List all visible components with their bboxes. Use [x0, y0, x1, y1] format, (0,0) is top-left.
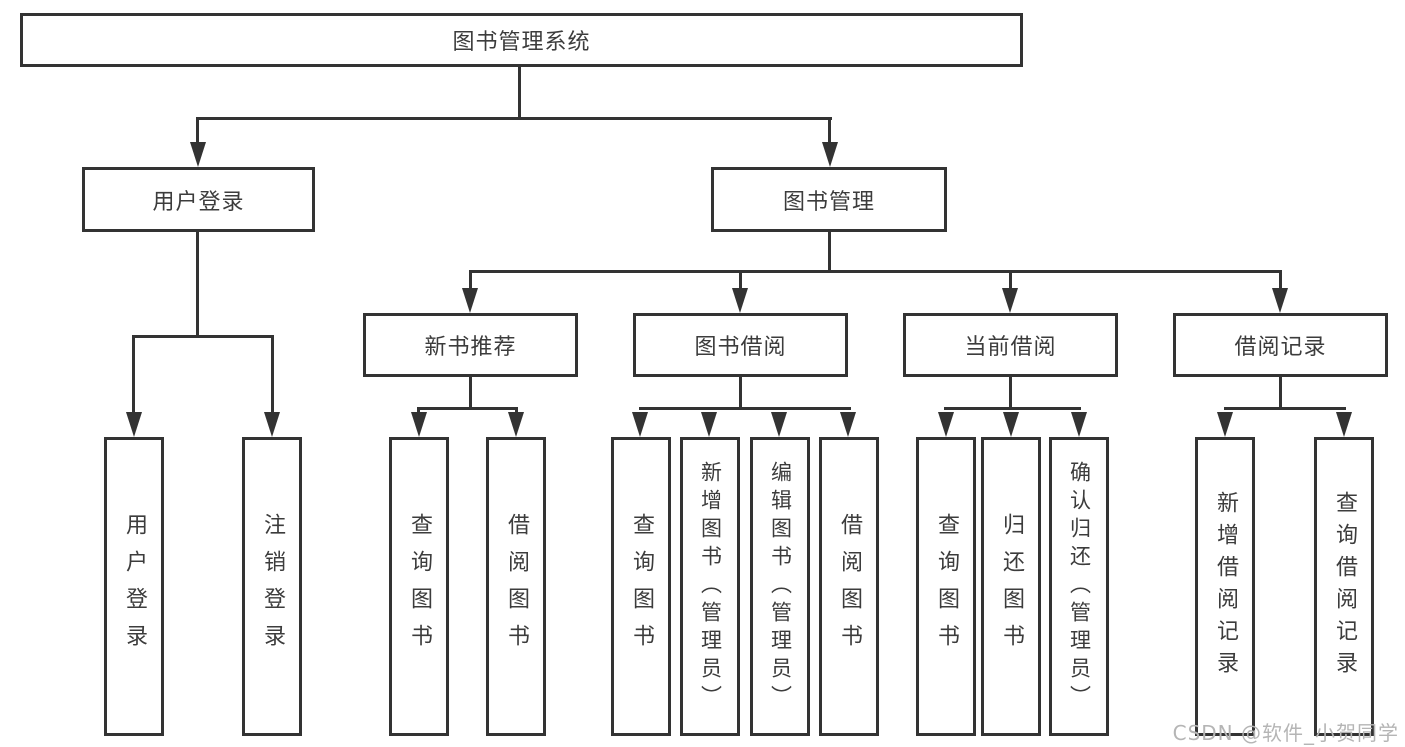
- leaf-label: 确认归还（管理员）: [1067, 460, 1092, 713]
- connector-drop-new-books: [469, 270, 472, 292]
- leaf-edit-books-admin: 编辑图书（管理员）: [750, 437, 810, 736]
- leaf-label: 查询图书: [629, 512, 654, 661]
- connector-drop-book-borrow: [739, 270, 742, 292]
- connector-borrow-records-rail: [1224, 407, 1346, 410]
- csdn-watermark: CSDN @软件_小贺同学: [1172, 721, 1399, 745]
- leaf-label: 归还图书: [999, 512, 1024, 661]
- leaf-label: 新增图书（管理员）: [698, 460, 723, 713]
- node-current-borrow: 当前借阅: [903, 313, 1118, 377]
- arrowhead-leaf: [701, 412, 717, 437]
- leaf-label: 查询图书: [934, 512, 959, 661]
- leaf-query-borrow-record: 查询借阅记录: [1314, 437, 1374, 736]
- leaf-label: 借阅图书: [504, 512, 529, 661]
- node-label: 借阅记录: [1234, 335, 1327, 360]
- connector-new-books-rail: [417, 407, 518, 410]
- connector-book-borrow-stem: [739, 377, 742, 410]
- connector-user-login-stem: [196, 232, 199, 338]
- connector-book-borrow-rail: [639, 407, 851, 410]
- arrowhead-leaf: [1217, 412, 1233, 437]
- arrowhead-leaf: [1336, 412, 1352, 437]
- leaf-label: 编辑图书（管理员）: [768, 460, 793, 713]
- node-book-borrow: 图书借阅: [633, 313, 848, 377]
- connector-current-borrow-rail: [944, 407, 1081, 410]
- arrowhead-leaf: [938, 412, 954, 437]
- node-new-book-recommend: 新书推荐: [363, 313, 578, 377]
- connector-drop-logout-leaf: [271, 335, 274, 415]
- connector-stub: [417, 407, 420, 416]
- leaf-label: 新增借阅记录: [1213, 490, 1238, 683]
- connector-borrow-records-stem: [1279, 377, 1282, 410]
- leaf-label: 查询图书: [407, 512, 432, 661]
- leaf-label: 用户登录: [122, 512, 147, 661]
- connector-stub: [515, 407, 518, 416]
- connector-book-management-stem: [828, 232, 831, 273]
- leaf-add-books-admin: 新增图书（管理员）: [680, 437, 740, 736]
- connector-new-books-stem: [469, 377, 472, 410]
- arrowhead-leaf: [632, 412, 648, 437]
- node-label: 图书管理: [782, 189, 875, 215]
- arrowhead-user-login: [190, 142, 206, 167]
- leaf-label: 注销登录: [260, 512, 285, 661]
- leaf-add-borrow-record: 新增借阅记录: [1195, 437, 1255, 736]
- arrowhead-login-leaf: [126, 412, 142, 437]
- connector-drop-borrow-records: [1279, 270, 1282, 292]
- node-label: 图书借阅: [694, 335, 787, 360]
- node-label: 新书推荐: [424, 335, 517, 360]
- arrowhead-leaf: [840, 412, 856, 437]
- node-user-login: 用户登录: [82, 167, 315, 232]
- connector-level1-rail: [196, 117, 832, 120]
- arrowhead-new-books: [462, 288, 478, 313]
- leaf-logout: 注销登录: [242, 437, 302, 736]
- connector-drop-current-borrow: [1009, 270, 1012, 292]
- arrowhead-leaf: [1003, 412, 1019, 437]
- leaf-borrow-books-recommend: 借阅图书: [486, 437, 546, 736]
- arrowhead-borrow-records: [1272, 288, 1288, 313]
- node-label: 用户登录: [152, 189, 245, 215]
- leaf-query-books-recommend: 查询图书: [389, 437, 449, 736]
- connector-user-login-rail: [132, 335, 274, 338]
- arrowhead-leaf: [771, 412, 787, 437]
- arrowhead-book-borrow: [732, 288, 748, 313]
- connector-drop-user-login: [196, 117, 199, 146]
- connector-root-stem: [518, 65, 521, 119]
- arrowhead-current-borrow: [1002, 288, 1018, 313]
- leaf-label: 查询借阅记录: [1332, 490, 1357, 683]
- leaf-label: 借阅图书: [837, 512, 862, 661]
- arrowhead-leaf: [1071, 412, 1087, 437]
- node-borrow-records: 借阅记录: [1173, 313, 1388, 377]
- node-library-management-system: 图书管理系统: [20, 13, 1023, 67]
- node-label: 当前借阅: [964, 335, 1057, 360]
- node-label: 图书管理系统: [452, 30, 591, 55]
- arrowhead-book-management: [822, 142, 838, 167]
- leaf-confirm-return-admin: 确认归还（管理员）: [1049, 437, 1109, 736]
- arrowhead-logout-leaf: [264, 412, 280, 437]
- arrowhead-leaf: [411, 412, 427, 437]
- leaf-user-login: 用户登录: [104, 437, 164, 736]
- leaf-query-books-current: 查询图书: [916, 437, 976, 736]
- connector-current-borrow-stem: [1009, 377, 1012, 410]
- leaf-query-books-borrow: 查询图书: [611, 437, 671, 736]
- connector-drop-login-leaf: [132, 335, 135, 415]
- arrowhead-leaf: [508, 412, 524, 437]
- connector-level2-rail: [469, 270, 1282, 273]
- node-book-management: 图书管理: [711, 167, 947, 232]
- leaf-return-books: 归还图书: [981, 437, 1041, 736]
- leaf-borrow-books: 借阅图书: [819, 437, 879, 736]
- connector-drop-book-management: [828, 117, 831, 146]
